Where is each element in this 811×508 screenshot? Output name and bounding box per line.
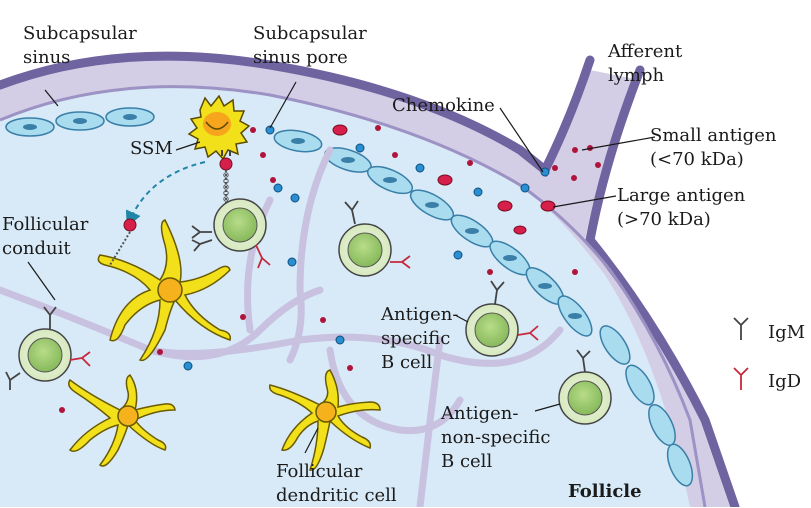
antigen-on-fdc <box>123 218 137 232</box>
label-conduit-line1: Follicular <box>2 214 89 235</box>
label-large-antigen: Large antigen (>70 kDa) <box>617 184 745 232</box>
leader-lines <box>27 81 656 454</box>
label-nonspecific-line2: non-specific <box>441 427 551 448</box>
label-conduit-line2: conduit <box>2 238 71 259</box>
label-pore-line1: Subcapsular <box>253 23 367 44</box>
igd-receptors <box>69 244 749 390</box>
label-chemokine: Chemokine <box>392 95 495 116</box>
label-subcapsular-sinus: Subcapsular sinus <box>23 22 137 70</box>
ssm-macrophage <box>187 94 251 205</box>
large-antigens <box>332 124 556 235</box>
legend-igm: IgM <box>768 322 806 343</box>
label-small-antigen-line1: Small antigen <box>650 125 777 146</box>
legend-igd: IgD <box>768 371 802 392</box>
label-subcapsular-sinus-line2: sinus <box>23 47 71 68</box>
capsule-right <box>585 65 740 507</box>
small-antigens <box>59 125 601 413</box>
label-nonspecific-line3: B cell <box>441 451 493 472</box>
label-pore-line2: sinus pore <box>253 47 348 68</box>
follicle-area <box>0 86 710 507</box>
b-cell-antigen-nonspecific <box>558 371 612 425</box>
label-follicular-dendritic-cell: Follicular dendritic cell <box>276 460 397 508</box>
label-nonspecific-line1: Antigen- <box>441 403 519 424</box>
label-afferent-line1: Afferent <box>608 41 683 62</box>
label-follicular-conduit: Follicular conduit <box>2 213 88 261</box>
label-subcapsular-sinus-line1: Subcapsular <box>23 23 137 44</box>
label-small-antigen: Small antigen (<70 kDa) <box>650 124 776 172</box>
label-subcapsular-sinus-pore: Subcapsular sinus pore <box>253 22 367 70</box>
chemokines <box>183 125 550 371</box>
label-afferent-lymph: Afferent lymph <box>608 40 682 88</box>
label-large-antigen-line2: (>70 kDa) <box>617 209 711 230</box>
capsule-outer <box>0 51 595 177</box>
label-antigen-nonspecific-b-cell: Antigen- non-specific B cell <box>441 402 550 474</box>
b-cell-mid <box>338 223 392 277</box>
label-afferent-line2: lymph <box>608 65 665 86</box>
follicular-dendritic-cell-left <box>68 374 176 467</box>
b-cell-left <box>18 328 72 382</box>
follicular-conduits <box>0 146 564 507</box>
label-specific-line2: specific <box>381 328 451 349</box>
label-fdc-line1: Follicular <box>276 461 363 482</box>
label-specific-line3: B cell <box>381 352 433 373</box>
label-specific-line1: Antigen- <box>381 304 459 325</box>
label-fdc-line2: dendritic cell <box>276 485 397 506</box>
antigen-transfer-arrow <box>125 161 206 228</box>
follicular-dendritic-cell-center <box>268 369 381 471</box>
sinus-floor <box>0 85 707 507</box>
igm-receptors <box>5 200 749 390</box>
label-follicle: Follicle <box>568 481 642 502</box>
label-small-antigen-line2: (<70 kDa) <box>650 149 744 170</box>
follicular-dendritic-cell-top <box>97 219 232 362</box>
label-ssm: SSM <box>130 138 173 159</box>
label-large-antigen-line1: Large antigen <box>617 185 746 206</box>
b-cell-antigen-specific <box>465 303 519 357</box>
label-antigen-specific-b-cell: Antigen- specific B cell <box>381 303 458 375</box>
b-cell-top <box>213 198 267 252</box>
